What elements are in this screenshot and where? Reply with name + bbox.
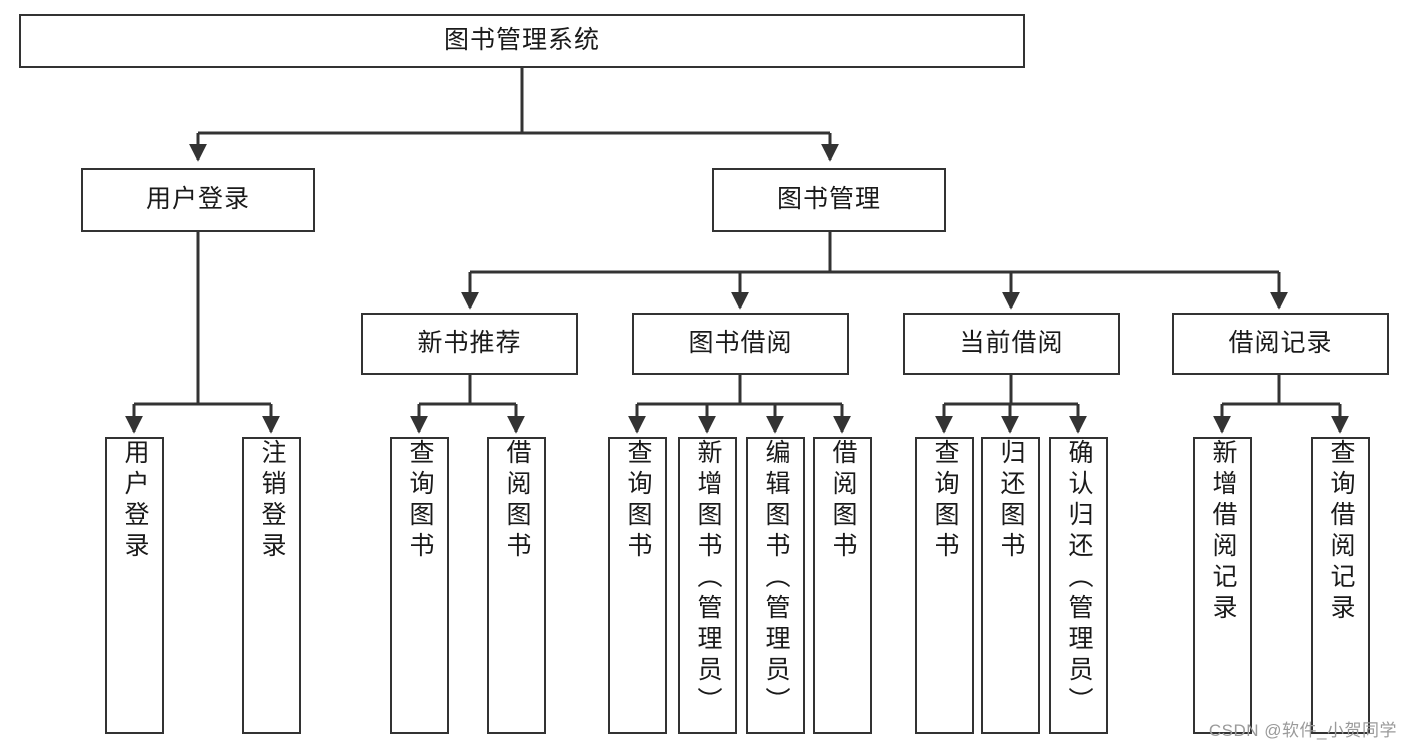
leaf-current-query-book[interactable]: 查询图书 [915,437,974,734]
node-label: 确认归还（管理员） [1065,439,1093,718]
node-current-borrow[interactable]: 当前借阅 [903,313,1120,375]
node-label: 查询图书 [624,439,652,563]
leaf-user-login-logout[interactable]: 注销登录 [242,437,301,734]
leaf-borrow-add-book-admin[interactable]: 新增图书（管理员） [678,437,737,734]
node-label: 用户登录 [121,439,149,563]
leaf-borrow-edit-book-admin[interactable]: 编辑图书（管理员） [746,437,805,734]
node-label: 图书管理系统 [443,26,600,55]
node-label: 编辑图书（管理员） [762,439,790,718]
leaf-user-login-login[interactable]: 用户登录 [105,437,164,734]
node-label: 用户登录 [145,185,250,214]
node-borrow-record[interactable]: 借阅记录 [1172,313,1389,375]
csdn-watermark: CSDN @软件_小贺同学 [1208,721,1397,740]
leaf-recommend-borrow-book[interactable]: 借阅图书 [487,437,546,734]
node-label: 借阅记录 [1228,329,1333,358]
leaf-borrow-query-book[interactable]: 查询图书 [608,437,667,734]
node-label: 图书管理 [776,185,881,214]
node-label: 当前借阅 [959,329,1064,358]
node-label: 查询图书 [931,439,959,563]
leaf-recommend-query-book[interactable]: 查询图书 [390,437,449,734]
node-label: 图书借阅 [688,329,793,358]
node-label: 新增图书（管理员） [694,439,722,718]
leaf-current-confirm-return-admin[interactable]: 确认归还（管理员） [1049,437,1108,734]
node-book-management[interactable]: 图书管理 [712,168,946,232]
node-label: 新增借阅记录 [1209,439,1237,625]
node-label: 查询图书 [406,439,434,563]
node-label: 新书推荐 [417,329,522,358]
leaf-current-return-book[interactable]: 归还图书 [981,437,1040,734]
node-book-borrow[interactable]: 图书借阅 [632,313,849,375]
node-root-system[interactable]: 图书管理系统 [19,14,1025,68]
node-label: 查询借阅记录 [1327,439,1355,625]
node-new-book-recommend[interactable]: 新书推荐 [361,313,578,375]
node-label: 归还图书 [997,439,1025,563]
leaf-record-query-record[interactable]: 查询借阅记录 [1311,437,1370,734]
node-label: 注销登录 [258,439,286,563]
leaf-record-add-record[interactable]: 新增借阅记录 [1193,437,1252,734]
node-user-login[interactable]: 用户登录 [81,168,315,232]
leaf-borrow-borrow-book[interactable]: 借阅图书 [813,437,872,734]
node-label: 借阅图书 [503,439,531,563]
node-label: 借阅图书 [829,439,857,563]
